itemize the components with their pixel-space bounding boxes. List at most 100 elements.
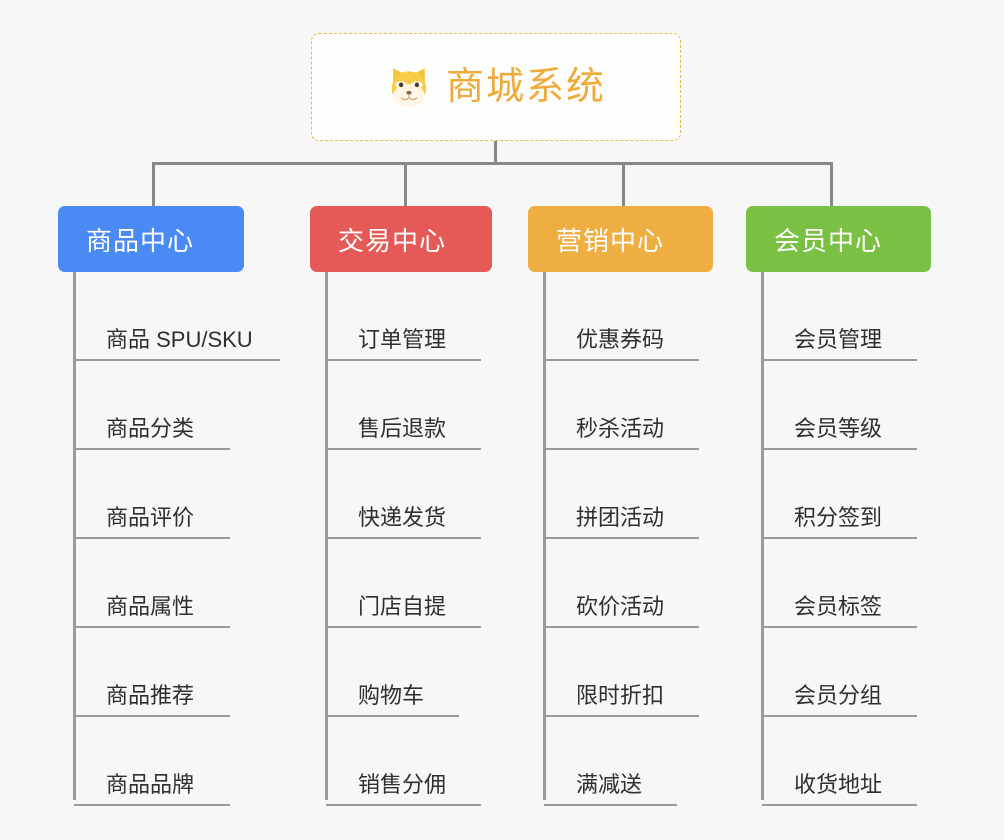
leaf-item[interactable]: 商品品牌 <box>73 717 253 806</box>
category-column-3: 优惠券码秒杀活动拼团活动砍价活动限时折扣满减送 <box>543 272 699 806</box>
leaf-item-label: 会员等级 <box>794 416 883 441</box>
category-box-1[interactable]: 商品中心 <box>58 206 244 272</box>
shiba-dog-face-icon <box>391 68 427 108</box>
leaf-item[interactable]: 订单管理 <box>325 272 481 361</box>
leaf-item-label: 订单管理 <box>358 327 447 352</box>
leaf-item[interactable]: 拼团活动 <box>543 450 699 539</box>
leaf-item-underline <box>326 626 481 628</box>
connector-root-vertical <box>494 141 497 165</box>
leaf-item-label: 商品品牌 <box>106 772 195 797</box>
leaf-item-label: 砍价活动 <box>576 594 665 619</box>
category-box-2[interactable]: 交易中心 <box>310 206 492 272</box>
leaf-item-underline <box>74 804 230 806</box>
leaf-item[interactable]: 商品属性 <box>73 539 253 628</box>
leaf-item-label: 快递发货 <box>358 505 447 530</box>
column-items-4: 会员管理会员等级积分签到会员标签会员分组收货地址 <box>761 272 917 806</box>
leaf-item[interactable]: 商品推荐 <box>73 628 253 717</box>
leaf-item-underline <box>326 715 459 717</box>
leaf-item-label: 商品 SPU/SKU <box>106 327 253 352</box>
leaf-item-label: 购物车 <box>358 683 425 708</box>
leaf-item-underline <box>762 448 917 450</box>
leaf-item[interactable]: 积分签到 <box>761 450 917 539</box>
leaf-item-label: 商品属性 <box>106 594 195 619</box>
connector-drop-1 <box>152 162 155 208</box>
column-items-1: 商品 SPU/SKU 商品分类商品评价商品属性商品推荐商品品牌 <box>73 272 280 806</box>
leaf-item[interactable]: 会员等级 <box>761 361 917 450</box>
leaf-item-underline <box>74 715 230 717</box>
leaf-item-underline <box>326 448 481 450</box>
leaf-item[interactable]: 商品分类 <box>73 361 253 450</box>
leaf-item-label: 商品分类 <box>106 416 195 441</box>
leaf-item-label: 门店自提 <box>358 594 447 619</box>
leaf-item-label: 优惠券码 <box>576 327 665 352</box>
leaf-item-underline <box>74 537 230 539</box>
leaf-item-underline <box>544 359 699 361</box>
leaf-item-underline <box>544 448 699 450</box>
leaf-item-underline <box>762 359 917 361</box>
leaf-item[interactable]: 门店自提 <box>325 539 481 628</box>
leaf-item-underline <box>762 804 917 806</box>
leaf-item-label: 收货地址 <box>794 772 883 797</box>
column-trunk-4 <box>761 272 764 800</box>
category-box-4[interactable]: 会员中心 <box>746 206 931 272</box>
category-label-2: 交易中心 <box>338 225 447 256</box>
category-column-2: 订单管理售后退款快递发货门店自提购物车销售分佣 <box>325 272 481 806</box>
leaf-item-label: 销售分佣 <box>358 772 447 797</box>
category-label-4: 会员中心 <box>774 225 883 256</box>
leaf-item-label: 拼团活动 <box>576 505 665 530</box>
leaf-item[interactable]: 收货地址 <box>761 717 917 806</box>
connector-drop-2 <box>404 162 407 208</box>
leaf-item-label: 积分签到 <box>794 505 883 530</box>
category-box-3[interactable]: 营销中心 <box>528 206 713 272</box>
leaf-item[interactable]: 售后退款 <box>325 361 481 450</box>
leaf-item[interactable]: 满减送 <box>543 717 677 806</box>
connector-drop-4 <box>830 162 833 208</box>
leaf-item-underline <box>762 537 917 539</box>
leaf-item-label: 商品评价 <box>106 505 195 530</box>
leaf-item-label: 会员管理 <box>794 327 883 352</box>
leaf-item-underline <box>74 359 280 361</box>
leaf-item-label: 限时折扣 <box>576 683 665 708</box>
category-label-1: 商品中心 <box>86 225 195 256</box>
column-items-3: 优惠券码秒杀活动拼团活动砍价活动限时折扣满减送 <box>543 272 699 806</box>
leaf-item[interactable]: 快递发货 <box>325 450 481 539</box>
leaf-item-label: 秒杀活动 <box>576 416 665 441</box>
category-column-1: 商品 SPU/SKU 商品分类商品评价商品属性商品推荐商品品牌 <box>73 272 280 806</box>
leaf-item-underline <box>74 448 230 450</box>
leaf-item-underline <box>762 715 917 717</box>
leaf-item[interactable]: 会员管理 <box>761 272 917 361</box>
leaf-item[interactable]: 商品 SPU/SKU <box>73 272 280 361</box>
leaf-item-underline <box>544 537 699 539</box>
leaf-item[interactable]: 销售分佣 <box>325 717 481 806</box>
leaf-item[interactable]: 购物车 <box>325 628 459 717</box>
leaf-item-underline <box>326 537 481 539</box>
leaf-item-label: 售后退款 <box>358 416 447 441</box>
leaf-item[interactable]: 限时折扣 <box>543 628 699 717</box>
leaf-item-label: 会员标签 <box>794 594 883 619</box>
column-trunk-3 <box>543 272 546 800</box>
leaf-item[interactable]: 会员分组 <box>761 628 917 717</box>
leaf-item-underline <box>74 626 230 628</box>
leaf-item-underline <box>326 804 481 806</box>
leaf-item[interactable]: 秒杀活动 <box>543 361 699 450</box>
leaf-item-underline <box>544 626 699 628</box>
leaf-item[interactable]: 优惠券码 <box>543 272 699 361</box>
category-label-3: 营销中心 <box>556 225 665 256</box>
column-items-2: 订单管理售后退款快递发货门店自提购物车销售分佣 <box>325 272 481 806</box>
leaf-item[interactable]: 商品评价 <box>73 450 253 539</box>
connector-horizontal-spine <box>152 162 832 165</box>
leaf-item-label: 商品推荐 <box>106 683 195 708</box>
connector-drop-3 <box>622 162 625 208</box>
leaf-item-underline <box>326 359 481 361</box>
category-column-4: 会员管理会员等级积分签到会员标签会员分组收货地址 <box>761 272 917 806</box>
leaf-item[interactable]: 砍价活动 <box>543 539 699 628</box>
column-trunk-1 <box>73 272 76 800</box>
leaf-item-label: 会员分组 <box>794 683 883 708</box>
leaf-item-underline <box>544 804 677 806</box>
leaf-item-label: 满减送 <box>576 772 643 797</box>
root-node-mall-system[interactable]: 商城系统 <box>311 33 681 141</box>
root-node-title: 商城系统 <box>445 66 606 108</box>
leaf-item[interactable]: 会员标签 <box>761 539 917 628</box>
leaf-item-underline <box>544 715 699 717</box>
